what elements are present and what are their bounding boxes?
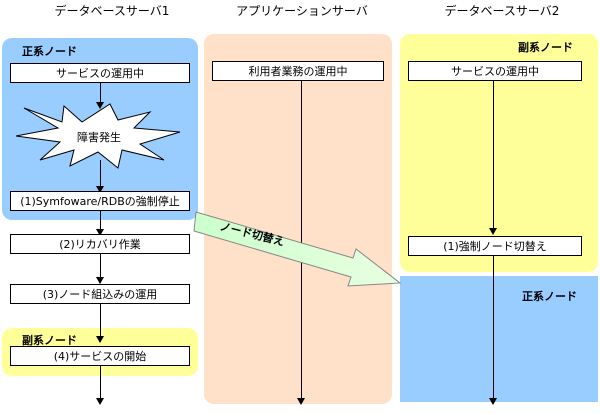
db1-step3-box: (3)ノード組込みの運用 — [10, 284, 190, 304]
failure-label: 障害発生 — [77, 131, 121, 144]
db2-arrowhead-a — [489, 228, 497, 235]
db1-arrowhead-d — [96, 277, 104, 284]
db1-arrowhead-e — [96, 336, 104, 343]
app-zone — [204, 34, 392, 404]
db1-flow-line-c — [100, 211, 101, 235]
column-title-db2: データベースサーバ2 — [444, 4, 560, 18]
db1-primary-label: 正系ノード — [22, 45, 77, 58]
db2-flow-line-b — [493, 256, 494, 400]
db2-flow-line-a — [493, 81, 494, 231]
db1-service-running-box: サービスの運用中 — [10, 63, 190, 83]
db1-flow-line-e — [100, 304, 101, 342]
db1-arrowhead-c — [96, 229, 104, 236]
db1-step4-box: (4)サービスの開始 — [10, 346, 190, 366]
db1-flow-line-d — [100, 253, 101, 283]
app-flow-line — [301, 81, 302, 400]
db1-secondary-label: 副系ノード — [22, 334, 77, 347]
db2-service-running-box: サービスの運用中 — [408, 61, 582, 81]
db1-step2-box: (2)リカバリ作業 — [10, 234, 190, 254]
db2-primary-label: 正系ノード — [522, 290, 577, 303]
db2-step1-box: (1)強制ノード切替え — [408, 236, 582, 256]
db1-arrowhead-b — [96, 186, 104, 193]
db2-primary-zone — [400, 276, 598, 402]
app-business-running-box: 利用者業務の運用中 — [212, 61, 384, 81]
db1-arrowhead-a — [96, 102, 104, 109]
db2-arrowhead-b — [489, 398, 497, 405]
column-title-db1: データベースサーバ1 — [54, 4, 170, 18]
column-title-app: アプリケーションサーバ — [236, 4, 368, 18]
db2-secondary-label: 副系ノード — [518, 41, 573, 54]
db1-step1-box: (1)Symfoware/RDBの強制停止 — [10, 191, 190, 211]
app-arrowhead — [297, 398, 305, 405]
db1-arrowhead-f — [96, 398, 104, 405]
db1-flow-line-f — [100, 366, 101, 400]
db1-flow-line-b — [100, 160, 101, 192]
db1-flow-line-a — [100, 83, 101, 107]
